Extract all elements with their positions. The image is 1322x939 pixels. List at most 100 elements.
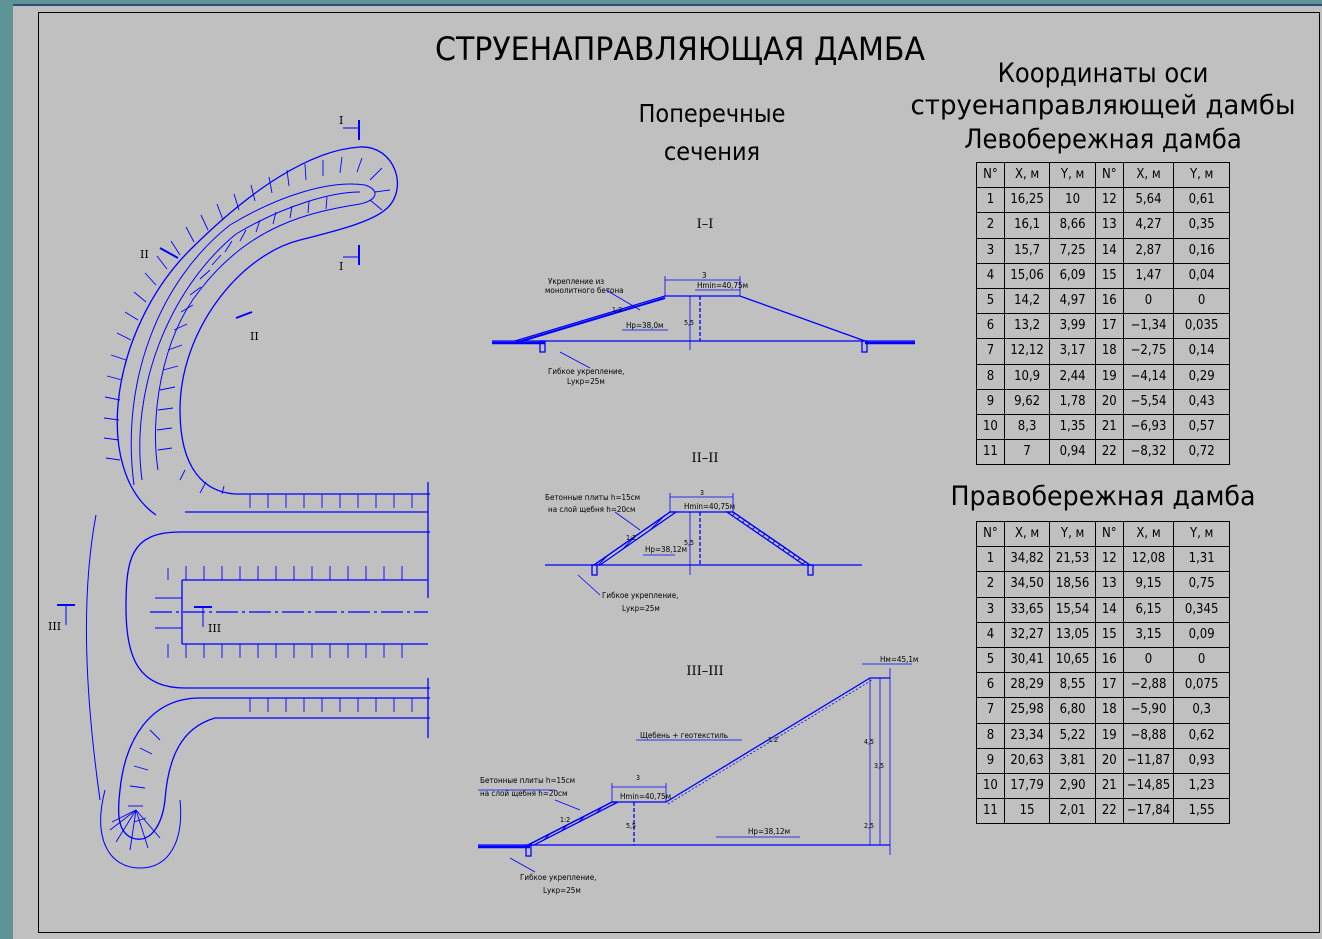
section-1-note-line4: Lукр=25м: [567, 377, 605, 386]
table-cell: 8,55: [1049, 672, 1096, 699]
table-cell: 6,80: [1049, 697, 1096, 724]
table-cell: 0,16: [1173, 237, 1230, 264]
table-cell: 10: [1049, 187, 1096, 214]
table-cell: 2,44: [1049, 363, 1096, 390]
table-cell: 12,08: [1122, 546, 1175, 573]
section-2-dim-hp: Нр=38,12м: [645, 545, 687, 554]
sections-title-line1: Поперечные: [639, 99, 786, 128]
plan-upper-straight-ticks: [179, 469, 413, 508]
table-cell: 0,345: [1173, 596, 1230, 623]
drawing-frame: [38, 12, 1320, 933]
table-cell: 3,81: [1049, 747, 1096, 774]
table-cell: 10,65: [1049, 646, 1096, 674]
section-3-dim-slope-lower: 1:2: [560, 816, 570, 824]
section-3-label: III–III: [686, 664, 723, 679]
table-cell: 15,54: [1049, 596, 1096, 623]
plan-mark-iii-right: III: [208, 622, 221, 635]
table-cell: 8,3: [1003, 413, 1051, 441]
table-cell: −8,88: [1122, 722, 1175, 749]
section-3-dim-hm: Hм=45,1м: [880, 655, 918, 664]
table-cell: 0,62: [1173, 722, 1230, 749]
table-cell: 22: [1094, 439, 1124, 466]
section-3-note-line2: на слой щебня h=20см: [480, 788, 567, 798]
plan-section-marks: [57, 120, 360, 627]
section-3-dim-height-45: 4,5: [864, 738, 874, 746]
table-cell: 34,50: [1003, 571, 1051, 598]
section-1-dim-height: 5,5: [684, 319, 694, 327]
table-cell: 6: [976, 672, 1005, 699]
table-cell: 20,63: [1003, 747, 1051, 774]
table-cell: 17,79: [1003, 772, 1051, 800]
table-cell: 10,9: [1003, 363, 1051, 390]
coords-title-line1: Координаты оси: [998, 58, 1209, 89]
section-3-note-geotextile: Щебень + геотекстиль: [640, 730, 728, 740]
plan-upper-outer-contour: [116, 146, 430, 516]
section-3-note-line3: Гибкое укрепление,: [520, 872, 596, 882]
table-cell: 2,90: [1049, 772, 1096, 800]
table-cell: 17: [1094, 672, 1124, 699]
table-cell: 6: [976, 313, 1005, 340]
section-2-note-line1: Бетонные плиты h=15см: [545, 493, 640, 502]
table-cell: 15: [1003, 798, 1051, 825]
table-cell: 2: [976, 571, 1005, 598]
table-cell: 0,61: [1173, 187, 1230, 214]
section-2-label: II–II: [691, 451, 718, 466]
table-cell: 7: [976, 697, 1005, 724]
section-3-note-line1: Бетонные плиты h=15см: [480, 776, 575, 785]
plan-lower-contour: [117, 697, 430, 840]
table-cell: 0,3: [1173, 697, 1230, 724]
section-2-note-line2: на слой щебня h=20см: [548, 504, 635, 514]
table-cell: 15: [1094, 621, 1124, 648]
table-cell: 17: [1094, 313, 1124, 340]
table-cell: 5: [976, 646, 1005, 674]
table-cell: 9: [976, 388, 1005, 415]
table-cell: −11,87: [1122, 747, 1175, 774]
plan-upper-inner-ticks: [156, 196, 328, 451]
table-cell: 20: [1094, 747, 1124, 774]
section-3-dim-height-crest: 5,5: [626, 822, 636, 830]
plan-lower-ticks: [109, 698, 413, 851]
table-cell: 0,72: [1173, 439, 1230, 466]
table-cell: 6,09: [1049, 262, 1096, 289]
table-cell: −2,88: [1122, 672, 1175, 699]
table-header-cell: Y, м: [1049, 520, 1096, 548]
table-cell: 1,78: [1049, 388, 1096, 415]
table-cell: 10: [976, 772, 1005, 800]
plan-mark-iii-left: III: [48, 620, 61, 633]
table-cell: 6,15: [1122, 596, 1175, 623]
table-cell: 7,25: [1049, 237, 1096, 264]
plan-view: [57, 120, 430, 869]
table-cell: 28,29: [1003, 672, 1051, 699]
section-1-dim-slope: 1:2: [612, 306, 622, 314]
table-cell: 0,09: [1173, 621, 1230, 648]
table-cell: 18: [1094, 338, 1124, 365]
table-cell: 1,35: [1049, 413, 1096, 441]
table-cell: 11: [976, 439, 1005, 466]
table-cell: 19: [1094, 722, 1124, 749]
table-cell: 2,01: [1049, 798, 1096, 825]
table-header-cell: Y, м: [1049, 161, 1096, 189]
right-bank-title: Правобережная дамба: [951, 481, 1256, 512]
table-header-cell: X, м: [1122, 161, 1175, 189]
table-cell: 10: [976, 413, 1005, 441]
table-cell: 0,94: [1049, 439, 1096, 466]
plan-middle-ticks: [155, 566, 403, 658]
section-2-note-line4: Lукр=25м: [622, 604, 660, 613]
table-cell: 0,75: [1173, 571, 1230, 598]
section-1: [492, 276, 915, 369]
section-1-note-line1: Укрепление из: [548, 277, 604, 286]
table-cell: 18,56: [1049, 571, 1096, 598]
table-cell: 3,17: [1049, 338, 1096, 365]
table-cell: 12: [1094, 187, 1124, 214]
